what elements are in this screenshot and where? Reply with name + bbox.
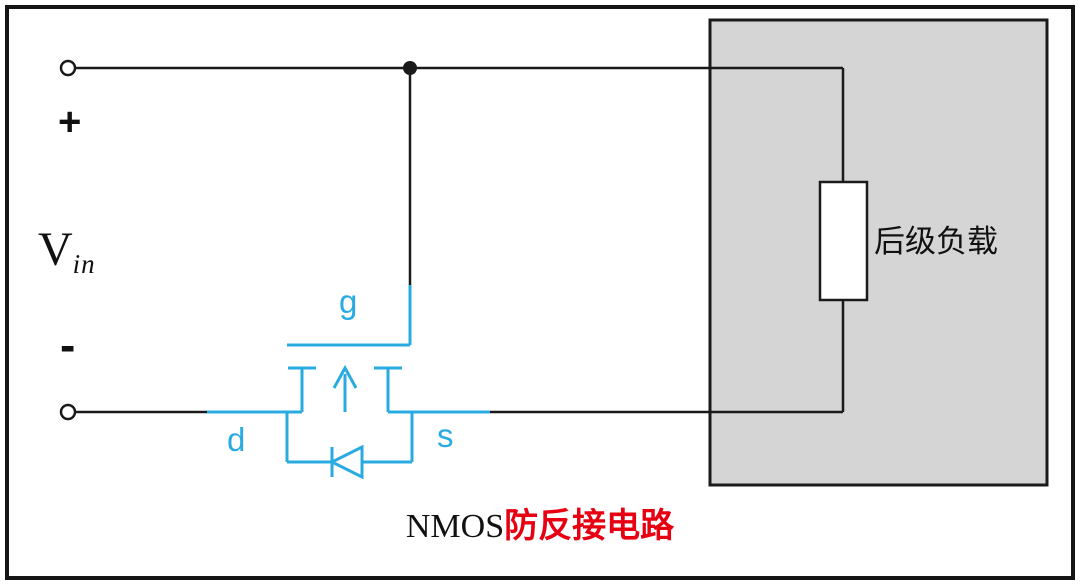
nmos-transistor-icon [207, 285, 490, 480]
vin-subscript: in [72, 249, 96, 279]
junction-dot-icon [403, 61, 417, 75]
resistor-icon [818, 180, 869, 302]
caption-suffix: 防反接电路 [504, 508, 675, 545]
terminal-positive-icon [59, 59, 77, 77]
plus-label: + [58, 100, 82, 144]
vin-label: Vin [38, 222, 96, 280]
body-diode-icon [328, 444, 364, 480]
source-label: s [437, 417, 454, 454]
minus-label: - [60, 319, 76, 371]
arrow-head-icon [332, 364, 358, 389]
load-label: 后级负载 [874, 224, 998, 259]
vin-symbol: V [38, 223, 73, 276]
terminal-negative-icon [59, 403, 77, 421]
load-box [708, 18, 1049, 487]
caption: NMOS防反接电路 [0, 498, 1080, 547]
drain-label: d [227, 421, 246, 458]
wires [75, 66, 845, 414]
gate-label: g [339, 283, 358, 320]
caption-prefix: NMOS [405, 508, 505, 545]
